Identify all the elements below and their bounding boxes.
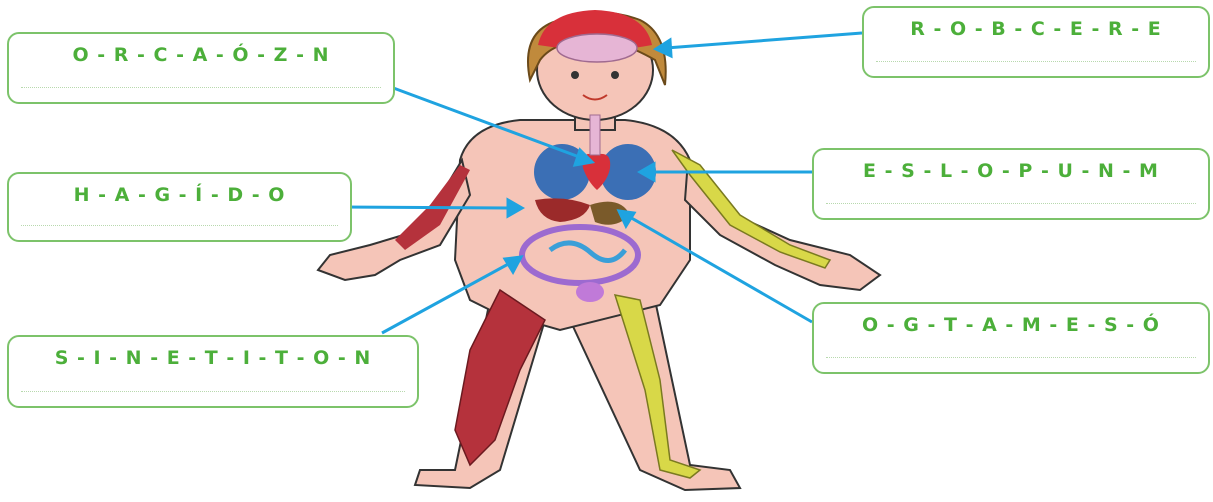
label-pulmones: E - S - L - O - P - U - N - M <box>814 160 1208 182</box>
label-intestino: S - I - N - E - T - I - T - O - N <box>9 347 417 369</box>
answer-line <box>21 391 405 392</box>
label-box-cerebro[interactable]: R - O - B - C - E - R - E <box>862 6 1210 78</box>
body-figure <box>318 10 880 490</box>
label-box-intestino[interactable]: S - I - N - E - T - I - T - O - N <box>7 335 419 408</box>
label-box-higado[interactable]: H - A - G - Í - D - O <box>7 172 352 242</box>
answer-line <box>826 203 1196 204</box>
answer-line <box>826 357 1196 358</box>
label-box-pulmones[interactable]: E - S - L - O - P - U - N - M <box>812 148 1210 220</box>
answer-line <box>21 225 338 226</box>
label-box-corazon[interactable]: O - R - C - A - Ó - Z - N <box>7 32 395 104</box>
arrow-cerebro <box>666 33 862 48</box>
label-box-estomago[interactable]: O - G - T - A - M - E - S - Ó <box>812 302 1210 374</box>
arrow-higado <box>340 207 512 208</box>
answer-line <box>876 61 1196 62</box>
label-estomago: O - G - T - A - M - E - S - Ó <box>814 314 1208 336</box>
answer-line <box>21 87 381 88</box>
label-corazon: O - R - C - A - Ó - Z - N <box>9 44 393 66</box>
label-higado: H - A - G - Í - D - O <box>9 184 350 206</box>
label-cerebro: R - O - B - C - E - R - E <box>864 18 1208 40</box>
